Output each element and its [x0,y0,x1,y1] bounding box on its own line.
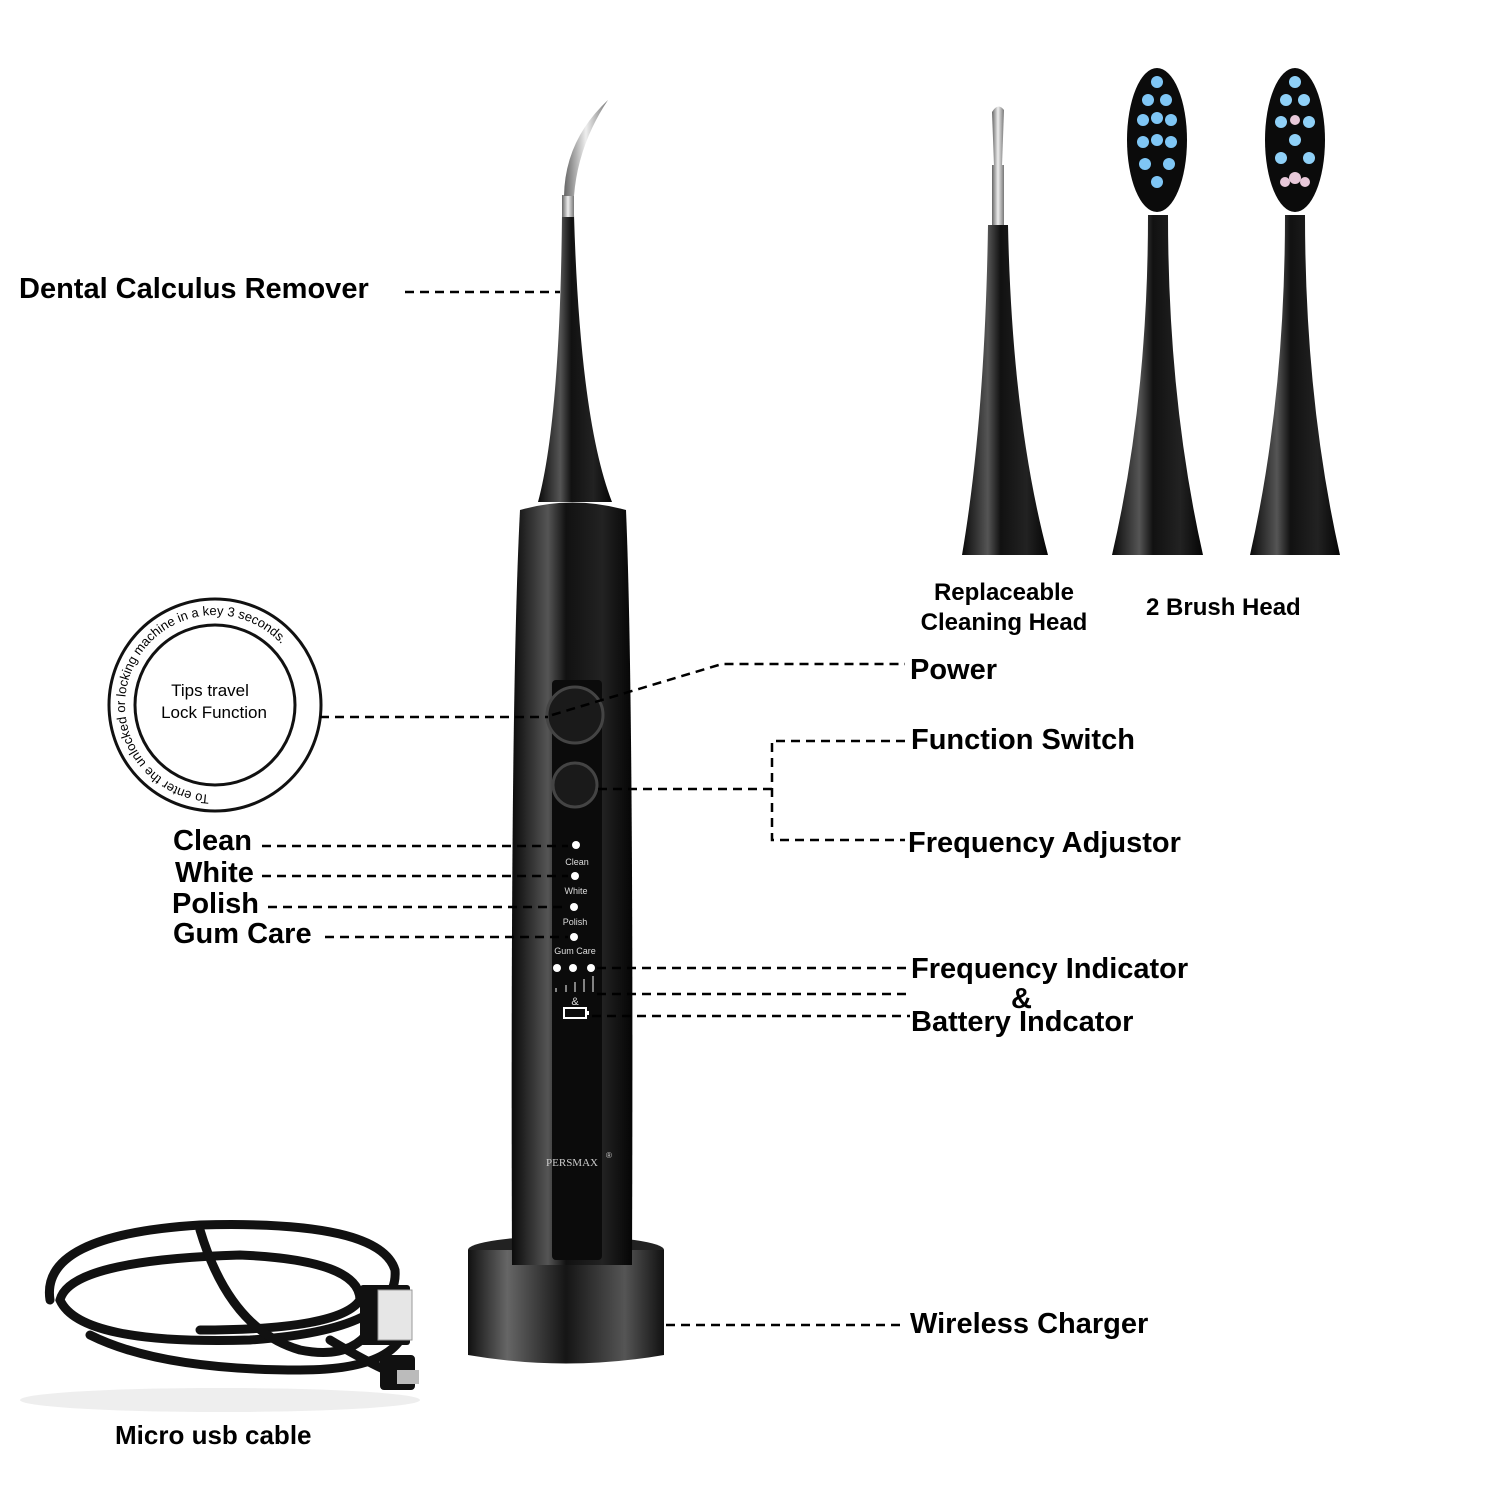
label-ampersand: & [1011,983,1032,1015]
lock-inner-line2: Lock Function [161,703,267,722]
label-gum-care: Gum Care [173,918,312,950]
indicator-ampersand: & [571,996,579,1008]
replaceable-cleaning-head [962,106,1048,555]
leader-lines [262,290,910,1327]
brand-logo: PERSMAX [546,1157,598,1169]
brush-head-2 [1250,68,1340,555]
label-polish: Polish [172,888,260,920]
label-wireless-charger: Wireless Charger [910,1308,1149,1340]
mode-leds [553,841,595,972]
label-replaceable-head-1: Replaceable [933,579,1075,606]
lock-function-badge: To enter the unlocked or locking machine… [107,597,323,813]
mode-label-polish: Polish [563,917,588,927]
micro-usb-cable [44,1220,415,1385]
label-frequency-adjustor: Frequency Adjustor [908,827,1181,859]
function-button [551,761,599,809]
label-micro-usb-cable: Micro usb cable [115,1420,312,1450]
usb-a-plug [360,1285,413,1345]
mode-label-white: White [564,886,587,896]
battery-icon [563,1007,589,1019]
label-dental-calculus-remover: Dental Calculus Remover [19,273,369,305]
label-frequency-indicator: Frequency Indicator [911,953,1189,985]
micro-usb-plug [380,1355,419,1390]
brush-head-1 [1112,68,1203,555]
power-button [545,685,605,745]
label-power: Power [910,654,998,686]
label-brush-heads: 2 Brush Head [1146,594,1301,621]
registered-mark: ® [606,1151,612,1160]
mode-label-clean: Clean [565,857,589,867]
label-clean: Clean [173,825,252,857]
frequency-bars [555,976,594,992]
lock-inner-line1: Tips travel [171,681,249,700]
label-replaceable-head-2: Cleaning Head [920,609,1088,636]
label-white: White [175,857,254,889]
mode-label-gum-care: Gum Care [554,946,596,956]
toothbrush-handle: Clean White Polish Gum Care & PERSMAX ® [511,502,633,1265]
label-function-switch: Function Switch [911,724,1135,756]
label-battery-indicator: Battery Indcator [911,1006,1134,1038]
calculus-remover-head [538,100,612,502]
